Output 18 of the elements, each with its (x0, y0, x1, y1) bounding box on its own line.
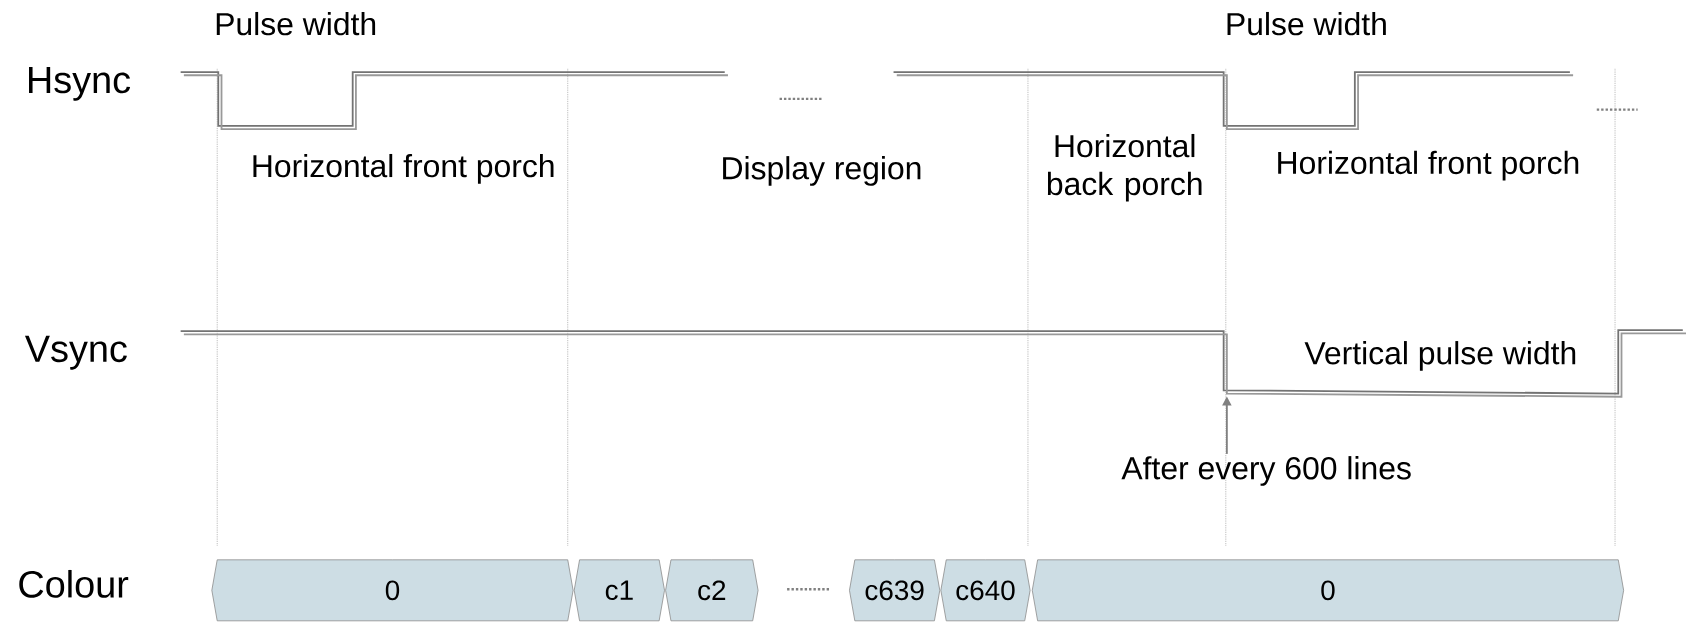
label: Vertical pulse width (1304, 341, 1576, 371)
label: Horizontal front porch (253, 154, 554, 184)
colour-segment: 0 (1031, 559, 1625, 622)
label: Horizontal back porch (1047, 134, 1202, 202)
colour-segment: c639 (849, 559, 941, 622)
colour-segment: 0 (211, 559, 574, 622)
label: Display region (723, 156, 921, 186)
label: Colour (19, 570, 129, 598)
colour-segment: c2 (665, 559, 759, 622)
label: Pulse width (216, 12, 376, 36)
label: Pulse width (1227, 12, 1386, 36)
vsync-waveform (179, 329, 1686, 398)
annotation-text: After every 600 lines (1121, 456, 1411, 486)
label: Horizontal front porch (1278, 150, 1579, 181)
label: Vsync (25, 335, 127, 370)
colour-segment: c640 (940, 559, 1031, 622)
colour-segment: c1 (573, 559, 665, 622)
label: Hsync (29, 67, 131, 101)
